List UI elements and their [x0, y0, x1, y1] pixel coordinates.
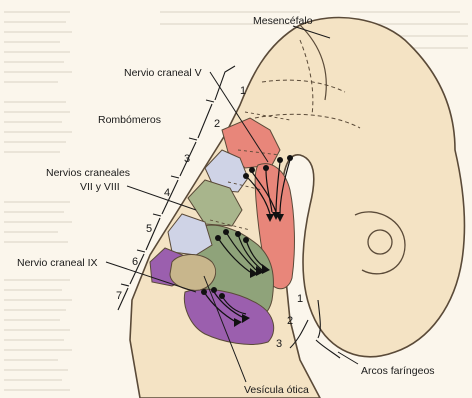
label-cranial-nerve-v: Nervio craneal V — [124, 67, 202, 79]
rhombomere-number-7: 7 — [116, 290, 122, 302]
label-otic-vesicle: Vesícula ótica — [244, 384, 309, 396]
label-cranial-nerve-ix: Nervio craneal IX — [17, 257, 98, 269]
label-mesencephalon: Mesencéfalo — [253, 15, 313, 27]
label-pharyngeal-arches: Arcos faríngeos — [361, 365, 435, 377]
rhombomere-number-2: 2 — [214, 118, 220, 130]
rhombomere-number-1: 1 — [240, 85, 246, 97]
rhombomere-number-4: 4 — [164, 187, 170, 199]
rhombomere-number-3: 3 — [184, 153, 190, 165]
label-rhombomeres: Rombómeros — [98, 114, 161, 126]
rhombomere-number-6: 6 — [132, 256, 138, 268]
arch-number-3: 3 — [276, 338, 282, 350]
arch-number-2: 2 — [287, 315, 293, 327]
label-cranial-nerves-vii-viii-line2: VII y VIII — [80, 181, 120, 193]
otic-vesicle — [170, 255, 216, 291]
label-cranial-nerves-vii-viii-line1: Nervios craneales — [46, 167, 130, 179]
arch-number-1: 1 — [297, 293, 303, 305]
rhombomere-number-5: 5 — [146, 223, 152, 235]
